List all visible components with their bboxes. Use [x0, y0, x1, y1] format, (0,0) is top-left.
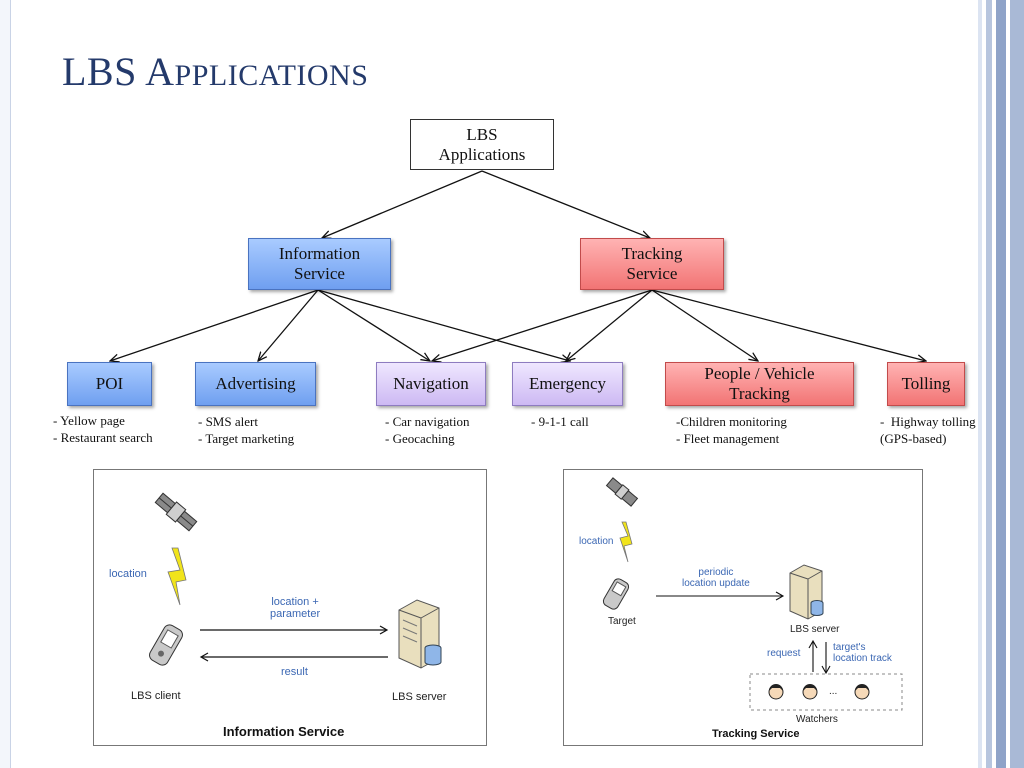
tracking-request-label: request [767, 648, 801, 659]
tracking-server-label: LBS server [790, 624, 840, 635]
edge-info-advertising [258, 289, 319, 361]
tracking-server-icon [789, 564, 824, 620]
info-server-label: LBS server [392, 691, 447, 703]
advertising-description: - SMS alert - Target marketing [198, 414, 295, 446]
root-node: LBS Applications [410, 119, 554, 170]
info-request-label: location + parameter [270, 596, 321, 620]
edge-tracking-tolling [651, 289, 926, 361]
tracking-target-label: Target [608, 616, 636, 627]
watchers-ellipsis: ... [829, 686, 838, 697]
satellite-icon [154, 492, 198, 532]
watcher-icon [768, 684, 784, 700]
edge-tracking-people [651, 289, 758, 361]
left-frame [0, 0, 11, 768]
poi-node: POI [67, 362, 152, 406]
navigation-node: Navigation [376, 362, 486, 406]
poi-description: - Yellow page - Restaurant search [53, 413, 153, 445]
edge-info-navigation [317, 289, 430, 361]
edge-tracking-emergency [566, 289, 653, 361]
emergency-description: - 9-1-1 call [531, 414, 589, 429]
lightning-icon [619, 521, 633, 563]
navigation-description: - Car navigation - Geocaching [385, 414, 470, 446]
information-service-panel: location location + parameter result LBS… [93, 469, 487, 746]
server-icon [398, 599, 442, 669]
right-frame [978, 0, 1024, 768]
tracking-panel-graphics [602, 477, 903, 711]
edge-root-tracking [481, 170, 650, 238]
people-vehicle-tracking-node: People / Vehicle Tracking [665, 362, 854, 406]
info-location-label: location [109, 568, 147, 580]
tracking-service-panel: location periodic location update Target… [563, 469, 923, 746]
watchers-box [749, 673, 903, 711]
people-description: -Children monitoring - Fleet management [676, 414, 787, 446]
tracking-service-node: Tracking Service [580, 238, 724, 290]
tracking-track-label: target's location track [833, 642, 892, 664]
info-panel-graphics [149, 492, 442, 669]
edge-info-emergency [317, 289, 570, 361]
edge-info-poi [110, 289, 319, 361]
tracking-location-label: location [579, 536, 614, 547]
info-result-label: result [281, 666, 308, 678]
information-service-node: Information Service [248, 238, 391, 290]
tracking-update-label: periodic location update [682, 567, 750, 589]
emergency-node: Emergency [512, 362, 623, 406]
lightning-icon [167, 547, 187, 606]
watcher-icon [854, 684, 870, 700]
advertising-node: Advertising [195, 362, 316, 406]
tolling-description: - Highway tolling (GPS-based) [880, 414, 976, 446]
info-panel-caption: Information Service [223, 724, 345, 739]
watcher-icon [802, 684, 818, 700]
tracking-panel-caption: Tracking Service [712, 728, 800, 740]
watchers-label: Watchers [796, 714, 838, 725]
target-phone-icon [602, 578, 630, 610]
edge-tracking-navigation [432, 289, 653, 361]
tolling-node: Tolling [887, 362, 965, 406]
slide-title: LBS APPLICATIONS [62, 49, 369, 94]
phone-icon [149, 624, 183, 666]
info-client-label: LBS client [131, 690, 181, 702]
satellite-icon [605, 477, 639, 507]
edge-root-info [322, 170, 483, 238]
